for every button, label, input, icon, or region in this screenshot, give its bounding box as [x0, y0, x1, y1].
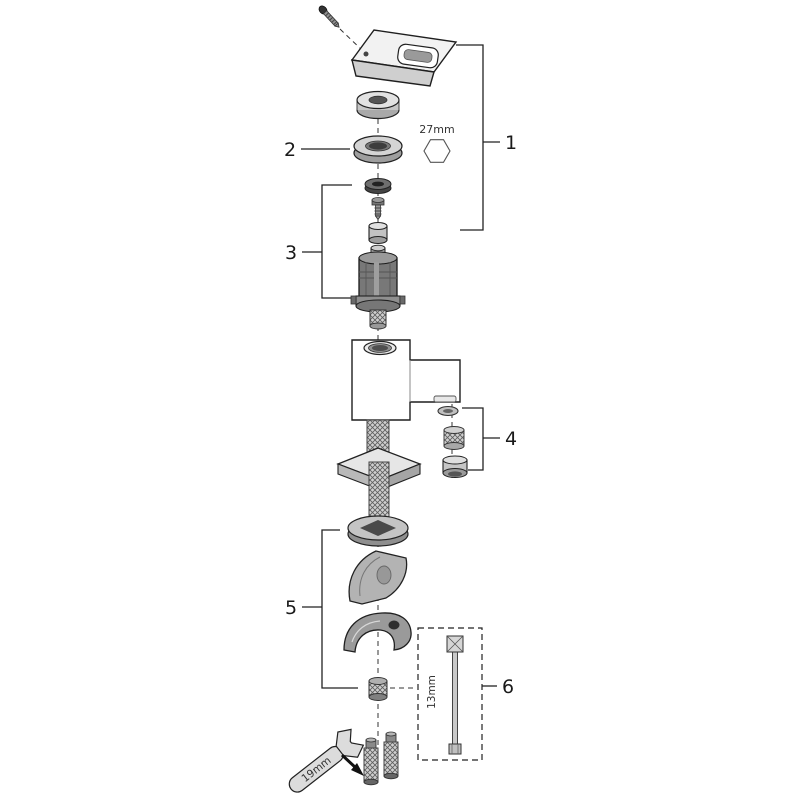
- cartridge: [350, 244, 406, 330]
- adapter-sleeve: [368, 222, 388, 244]
- faucet-body: [351, 339, 461, 421]
- callout-3-bracket: [302, 184, 352, 299]
- grub-screw: [371, 197, 385, 221]
- callout-4-bracket: [462, 407, 500, 471]
- mounting-nut: [368, 677, 388, 701]
- dim-27mm-label: 27mm: [419, 123, 454, 136]
- callout-5-label: 5: [285, 597, 297, 619]
- open-end-wrench: 19mm: [288, 728, 365, 793]
- supply-connector-left: [363, 737, 379, 786]
- aerator-oring: [437, 405, 459, 417]
- callout-2-label: 2: [284, 139, 296, 161]
- aerator-cap: [442, 455, 468, 478]
- aerator-insert: [443, 426, 465, 450]
- dim-13mm-label: 13mm: [426, 675, 438, 709]
- clamp-washer: [343, 612, 412, 653]
- supply-connector-right: [383, 731, 399, 780]
- callout-4-label: 4: [505, 428, 517, 450]
- socket-tool: [446, 635, 464, 755]
- callout-5-bracket: [302, 529, 358, 689]
- callout-1-label: 1: [505, 132, 517, 154]
- small-oring: [364, 178, 392, 194]
- tool-box-outline: [417, 627, 483, 761]
- hex-27mm-icon: [423, 139, 451, 163]
- direction-arrow-icon: [340, 753, 364, 776]
- callout-3-label: 3: [285, 242, 297, 264]
- mounting-ring: [353, 135, 403, 164]
- escutcheon-cap: [356, 90, 400, 120]
- lever-handle: [350, 29, 458, 87]
- callout-1-bracket: [456, 44, 500, 231]
- base-gasket: [347, 515, 409, 547]
- handle-screw: [318, 5, 340, 28]
- callout-6-label: 6: [502, 676, 514, 698]
- wedge-gasket: [348, 550, 408, 605]
- threaded-shank-upper: [366, 419, 390, 453]
